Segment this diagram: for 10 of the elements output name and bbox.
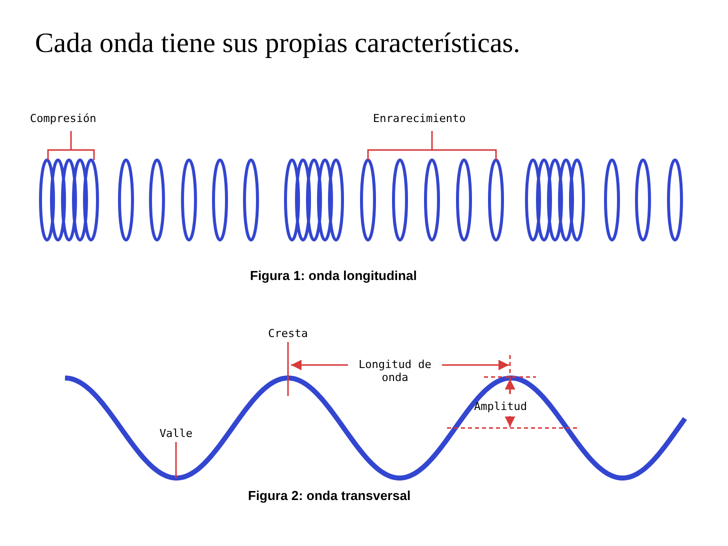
figure-caption: Figura 2: onda transversal <box>248 488 411 503</box>
leader-line <box>287 342 289 396</box>
label: Enrarecimiento <box>373 112 466 125</box>
leader-line <box>175 442 177 478</box>
wave-point-label: Valle <box>156 427 196 441</box>
label: Compresión <box>30 112 96 125</box>
wave-point-label: Cresta <box>263 327 313 341</box>
figure-caption: Figura 1: onda longitudinal <box>250 268 417 283</box>
slide-title: Cada onda tiene sus propias características. <box>35 28 520 60</box>
dimension-label: Amplitud <box>474 400 527 413</box>
